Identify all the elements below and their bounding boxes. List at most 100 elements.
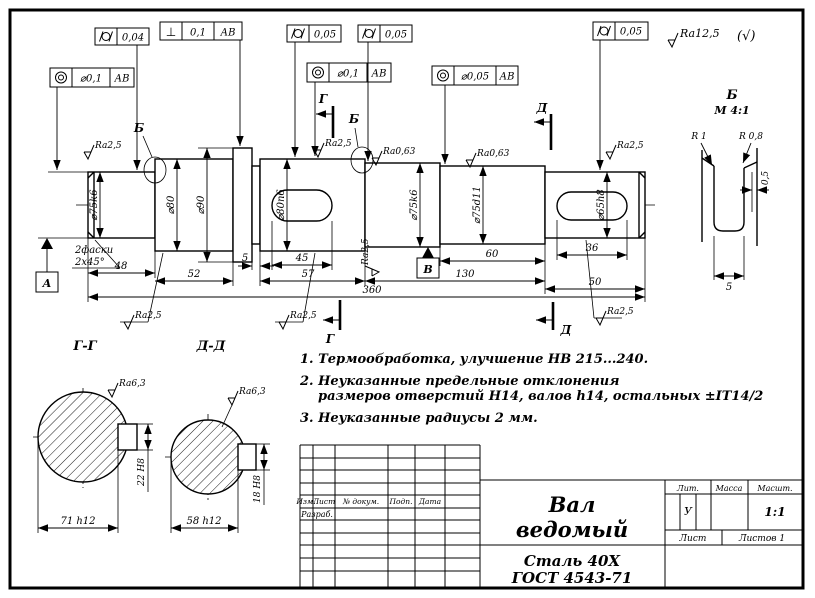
col-docnum: № докум. [342,497,379,506]
diam-label-3: ⌀90 [196,195,207,214]
roughness-value: Ra0,63 [476,149,510,159]
note-2b: размеров отверстий Н14, валов h14, остал… [318,389,763,404]
keyway-depth-dim: 58 h12 [186,516,221,527]
datum-A: А [35,238,59,293]
roughness-value: Ra6,3 [118,379,146,389]
roughness-value: Ra2,5 [289,311,317,321]
radius-dim: R 0,8 [738,132,763,142]
section-cut-G: Г Г [316,92,342,346]
datum-ref: АВ [371,69,387,80]
roughness-value: Ra2,5 [616,141,644,151]
frame-concentricity-2: ⌀0,1 АВ [306,62,392,156]
detail-title: Б [725,88,737,103]
lit-value: У [684,505,693,518]
roughness-marks: Ra2,5 Ra2,5 Ra0,63 Ra0,63 Ra2,5 Ra2,5 Ra… [83,139,644,330]
tolerance-value: 0,05 [385,30,407,41]
length-dimensions: 48 52 5 45 57 60 36 130 50 360 [38,171,646,302]
section-gg-circle [37,391,129,483]
keyway-depth-dim: 71 h12 [60,516,95,527]
dim-50: 50 [589,277,602,288]
datum-ref: АВ [114,74,130,85]
diameter-dimensions: ⌀75k6 ⌀80 ⌀90 ⌀80n6 ⌀75k6 ⌀75d11 ⌀65h8 [89,147,611,263]
section-gg-title: Г-Г [72,339,97,354]
frame-cylindricity-2: 0,05 [286,24,342,157]
sheet-label: Лист [679,534,707,544]
shaft-section-2 [154,158,234,252]
scale-label: Масшт. [756,484,792,493]
lit-label: Лит. [676,484,699,493]
shaft-main-view [76,147,656,263]
datum-ref: АВ [220,28,236,39]
part-name-line1: Вал [548,492,596,517]
sheet-border [8,8,805,590]
roughness-check: (√) [737,29,755,44]
dim-48: 48 [114,261,128,272]
cut-label-g: Г [318,92,328,106]
tolerance-value: 0,04 [122,33,144,44]
keyway-width-dim: 18 H8 [253,475,263,503]
chamfer-edges [87,171,646,239]
detail-callouts: Б Б [133,112,374,184]
col-date: Дата [418,497,441,506]
part-name-line2: ведомый [516,517,628,542]
perpendicularity-icon: ⊥ [166,25,176,39]
tolerance-value: ⌀0,1 [80,74,102,85]
material-line2: ГОСТ 4543-71 [511,569,633,587]
shaft-section-5 [439,165,546,245]
frame-cylindricity-4: 0,05 [592,21,649,170]
roughness-value: Ra2,5 [606,307,634,317]
frame-concentricity-1: ⌀0,1 АВ [49,67,135,170]
roughness-value: Ra6,3 [238,387,266,397]
frame-cylindricity-1: 0,04 [94,27,150,170]
diam-label-1: ⌀75k6 [89,189,100,221]
frame-cylindricity-3: 0,05 [357,24,413,161]
datum-B: В [416,247,440,279]
col-izm: Изм. [295,497,315,506]
note-1: 1. Термообработка, улучшение НВ 215...24… [300,352,648,367]
col-list: Лист [312,497,335,506]
keyway-width-dim: 22 H8 [137,458,147,487]
mass-label: Масса [715,484,743,493]
section-dd-title: Д-Д [196,339,226,354]
detail-callout-label: Б [133,121,144,135]
tolerance-value: ⌀0,1 [337,69,359,80]
tolerance-value: ⌀0,05 [461,72,489,83]
dim-36: 36 [586,243,599,254]
shaft-flange [232,147,253,263]
diam-label-2: ⌀80 [166,195,177,214]
general-roughness-value: Ra12,5 [679,27,720,40]
dim-60: 60 [486,249,499,260]
cut-label-d: Д [560,323,572,337]
dim-52: 52 [188,269,201,280]
diam-label-7: ⌀65h8 [596,189,607,221]
radius-dim: R 1 [690,132,706,142]
diam-label-5: ⌀75k6 [409,189,420,221]
chamfer-line1: 2фаски [74,245,113,256]
datum-v-label: В [422,263,432,276]
row-razrab: Разраб. [300,510,333,519]
section-gg-keyway [117,423,138,451]
dim-360: 360 [362,285,382,296]
title-block-grid [299,444,803,588]
col-sign: Подп. [388,497,412,506]
datum-a-label: А [42,277,52,290]
roughness-value: Ra2,5 [324,139,352,149]
scale-value: 1:1 [764,505,785,519]
roughness-value: Ra2,5 [361,238,371,266]
roughness-value: Ra2,5 [134,311,162,321]
shaft-section-4 [364,162,441,248]
dim-57: 57 [302,269,315,280]
cut-label-g: Г [325,332,335,346]
note-2a: 2. Неуказанные предельные отклонения [299,374,620,389]
note-3: 3. Неуказанные радиусы 2 мм. [300,411,538,426]
section-view-DD: Д-Д Ra6,3 18 H8 58 h12 [165,339,270,533]
dim-130: 130 [455,269,475,280]
chamfer-line2: 2x45° [74,257,105,268]
cut-label-d: Д [536,101,548,115]
keyway-2 [556,191,628,221]
tolerance-value: 0,05 [314,30,336,41]
section-dd-circle [170,419,246,495]
frame-concentricity-3: ⌀0,05 АВ [431,65,519,164]
detail-callout-label: Б [348,112,359,126]
